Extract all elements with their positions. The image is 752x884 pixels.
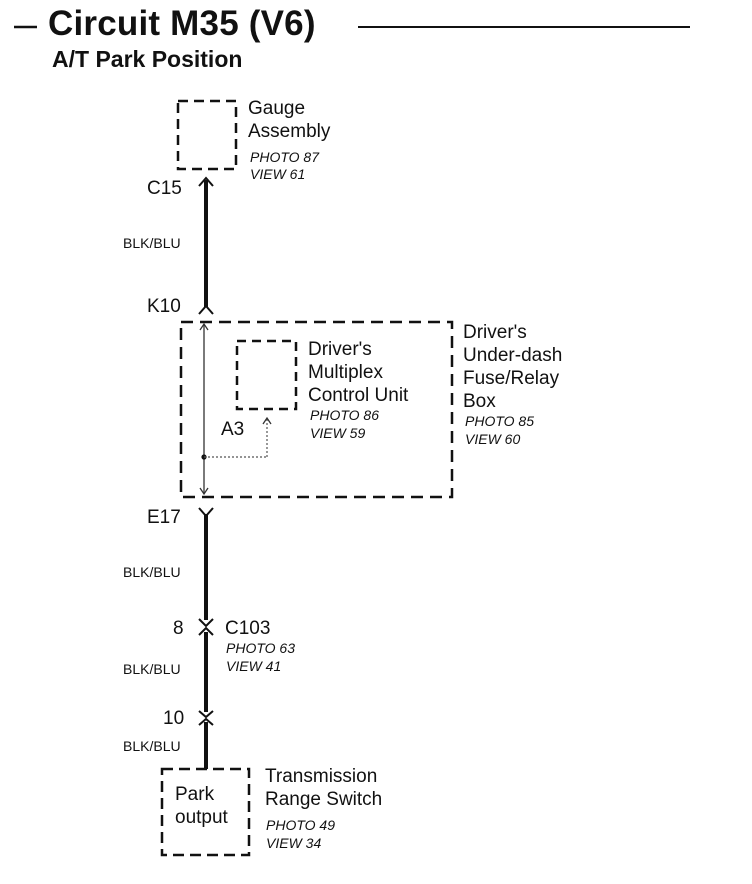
switch-name-line2: Range Switch [265, 789, 383, 810]
multiplex-unit-box [235, 339, 298, 411]
multiplex-line2: Multiplex [308, 362, 383, 383]
internal-arrow-bottom [199, 487, 209, 496]
switch-view-ref: VIEW 34 [266, 835, 322, 851]
switch-inner-line2: output [175, 807, 228, 828]
c15-connector-symbol [198, 176, 214, 187]
gauge-assembly-box [176, 99, 238, 171]
fusebox-line2: Under-dash [463, 345, 563, 366]
fusebox-line1: Driver's [463, 322, 527, 343]
gauge-name-line1: Gauge [248, 98, 306, 119]
gauge-photo-ref: PHOTO 87 [250, 149, 319, 165]
k10-label: K10 [147, 296, 181, 317]
k10-connector-symbol [198, 304, 214, 315]
a3-label: A3 [221, 419, 245, 440]
pin10-label: 10 [163, 708, 185, 729]
fusebox-photo-ref: PHOTO 85 [465, 413, 534, 429]
c103-label: C103 [225, 618, 271, 639]
internal-arrow-top [199, 322, 209, 331]
page-title: Circuit M35 (V6) [48, 4, 316, 43]
wire-color-4: BLK/BLU [123, 738, 181, 754]
c103-photo-ref: PHOTO 63 [226, 640, 295, 656]
fusebox-line3: Fuse/Relay [463, 368, 560, 389]
gauge-view-ref: VIEW 61 [250, 166, 306, 182]
c15-label: C15 [147, 178, 182, 199]
multiplex-view-ref: VIEW 59 [310, 425, 366, 441]
switch-inner-line1: Park [175, 784, 215, 805]
switch-name-line1: Transmission [265, 766, 378, 787]
multiplex-line3: Control Unit [308, 385, 409, 406]
pin10-connector-symbol-bottom [198, 717, 214, 726]
gauge-name-line2: Assembly [248, 121, 331, 142]
c103-connector-symbol-bottom [198, 626, 214, 636]
wire-color-3: BLK/BLU [123, 661, 181, 677]
multiplex-photo-ref: PHOTO 86 [310, 407, 379, 423]
range-switch-box [160, 767, 251, 857]
c103-pin-label: 8 [173, 618, 184, 639]
pin10-connector-symbol-top [198, 710, 214, 719]
page-subtitle: A/T Park Position [52, 46, 243, 72]
e17-label: E17 [147, 507, 181, 528]
multiplex-line1: Driver's [308, 339, 372, 360]
a3-arrow [262, 416, 272, 425]
c103-connector-symbol-top [198, 618, 214, 628]
wire-color-1: BLK/BLU [123, 235, 181, 251]
switch-photo-ref: PHOTO 49 [266, 817, 335, 833]
fuse-relay-box [179, 320, 454, 499]
c103-view-ref: VIEW 41 [226, 658, 282, 674]
fusebox-view-ref: VIEW 60 [465, 431, 521, 447]
fusebox-line4: Box [463, 391, 496, 412]
wire-color-2: BLK/BLU [123, 564, 181, 580]
